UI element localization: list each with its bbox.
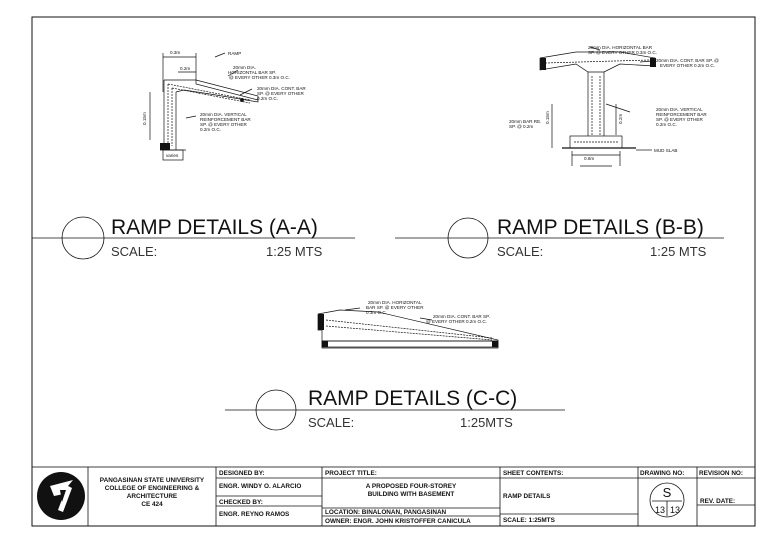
title-block-text: PANGASINAN STATE UNIVERSITY COLLEGE OF E… [100,470,743,525]
view-title-c-c: RAMP DETAILS (C-C) SCALE: 1:25MTS [225,387,565,431]
note-b-2: 20mm DIA. CONT. BAR SP. @ [656,58,719,63]
project-title-label: PROJECT TITLE: [325,470,377,477]
note-a-2: HORIZONTAL BAR SP. [228,70,276,75]
note-b-1: SP. @ EVERY OTHER 0.3m O.C. [588,50,657,55]
note-a-8: REINFORCEMENT BAR [200,117,251,122]
note-a-3: @ EVERY OTHER 0.3m O.C. [229,75,290,80]
ramp-detail-b-b-labels: 20mm DIA. HORIZONTAL BAR SP. @ EVERY OTH… [509,45,719,161]
school-line-2: COLLEGE OF ENGINEERING & [105,485,200,492]
note-c-4: @ EVERY OTHER 0.2m O.C. [426,319,487,324]
sheet-number: 13 [655,505,665,515]
sheet-total: 13 [670,505,680,515]
note-b-9: SP. @ 0.2m [509,124,533,129]
checked-by-value: ENGR. REYNO RAMOS [219,511,290,518]
title-block [31,466,756,527]
drawing-no-circle [649,482,685,518]
school-line-1: PANGASINAN STATE UNIVERSITY [100,477,205,484]
dim-a-bottom: varies [166,153,179,158]
note-b-0: 20mm DIA. HORIZONTAL BAR [588,45,653,50]
dim-a-height: 0.15m [142,112,147,125]
dim-b-height: 0.15m [545,111,550,124]
dim-a-mid: 0.2m [180,66,190,71]
note-a-6: 0.2m O.C. [257,96,278,101]
scale-label-b: SCALE: [497,244,543,259]
rev-date-label: REV. DATE: [700,498,735,505]
note-b-7: 0.2m O.C. [656,122,677,127]
project-title-line-2: BUILDING WITH BASEMENT [368,491,455,498]
note-a-5: SP. @ EVERY OTHER [257,91,304,96]
dim-a-top: 0.3m [170,50,180,55]
school-line-4: CE 424 [141,501,163,508]
designed-by-value: ENGR. WINDY O. ALARCIO [219,483,301,490]
scale-text: SCALE: 1:25MTS [503,517,556,524]
note-c-1: BAR SP. @ EVERY OTHER [366,305,424,310]
note-c-3: 20mm DIA. CONT. BAR SP. [433,314,490,319]
ramp-detail-b-b-drawing [539,46,656,167]
drawing-no-label: DRAWING NO: [640,470,684,477]
note-b-10: MUD SLAB [654,148,678,153]
scale-label-a: SCALE: [111,244,157,259]
view-title-text-c: RAMP DETAILS (C-C) [308,387,517,410]
scale-label-c: SCALE: [308,415,354,430]
scale-value-b: 1:25 MTS [650,244,707,259]
ramp-detail-c-c-drawing [317,307,499,349]
ramp-detail-a-a-labels: 0.3m 0.2m 0.15m varies RAMP 20mm DIA. HO… [142,50,306,158]
note-a-1: 20mm DIA. [233,65,256,70]
note-b-5: REINFORCEMENT BAR [656,112,707,117]
view-title-text-b: RAMP DETAILS (B-B) [497,216,704,239]
ramp-detail-c-c-labels: 20mm DIA. HORIZONTAL BAR SP. @ EVERY OTH… [366,300,490,324]
scale-value-a: 1:25 MTS [266,244,323,259]
dim-b-base: 0.6m [584,156,594,161]
sheet-contents-label: SHEET CONTENTS: [503,470,563,477]
view-title-a-a: RAMP DETAILS (A-A) SCALE: 1:25 MTS [32,216,355,260]
note-a-9: SP. @ EVERY OTHER [200,122,247,127]
note-a-4: 20mm DIA. CONT. BAR [257,86,306,91]
note-a-0: RAMP [228,51,241,56]
drawing-letter: S [663,485,672,500]
note-b-4: 20mm DIA. VERTICAL [656,107,703,112]
university-logo [37,472,85,520]
note-b-6: SP. @ EVERY OTHER [656,117,703,122]
school-line-3: ARCHITECTURE [127,493,178,500]
note-c-2: 0.3m O.C. [366,310,387,315]
note-a-10: 0.2m O.C. [200,127,221,132]
designed-by-label: DESIGNED BY: [219,470,265,477]
sheet-border [31,16,756,527]
note-b-3: EVERY OTHER 0.2m O.C. [660,63,715,68]
ramp-detail-a-a-drawing [149,52,259,161]
note-c-0: 20mm DIA. HORIZONTAL [368,300,422,305]
location-text: LOCATION: BINALONAN, PANGASINAN [325,509,447,516]
scale-value-c: 1:25MTS [460,415,513,430]
owner-text: OWNER: ENGR. JOHN KRISTOFFER CANICULA [325,518,471,525]
project-title-line-1: A PROPOSED FOUR-STOREY [366,483,457,490]
sheet-contents-value: RAMP DETAILS [503,493,551,500]
revision-no-label: REVISION NO: [699,470,743,477]
note-b-8: 20mm BAR RE. [509,119,541,124]
dim-b-web: 0.2m [618,114,623,124]
view-title-text-a: RAMP DETAILS (A-A) [111,216,318,239]
view-title-b-b: RAMP DETAILS (B-B) SCALE: 1:25 MTS [395,216,724,259]
checked-by-label: CHECKED BY: [219,499,263,506]
note-a-7: 20mm DIA. VERTICAL [200,112,247,117]
